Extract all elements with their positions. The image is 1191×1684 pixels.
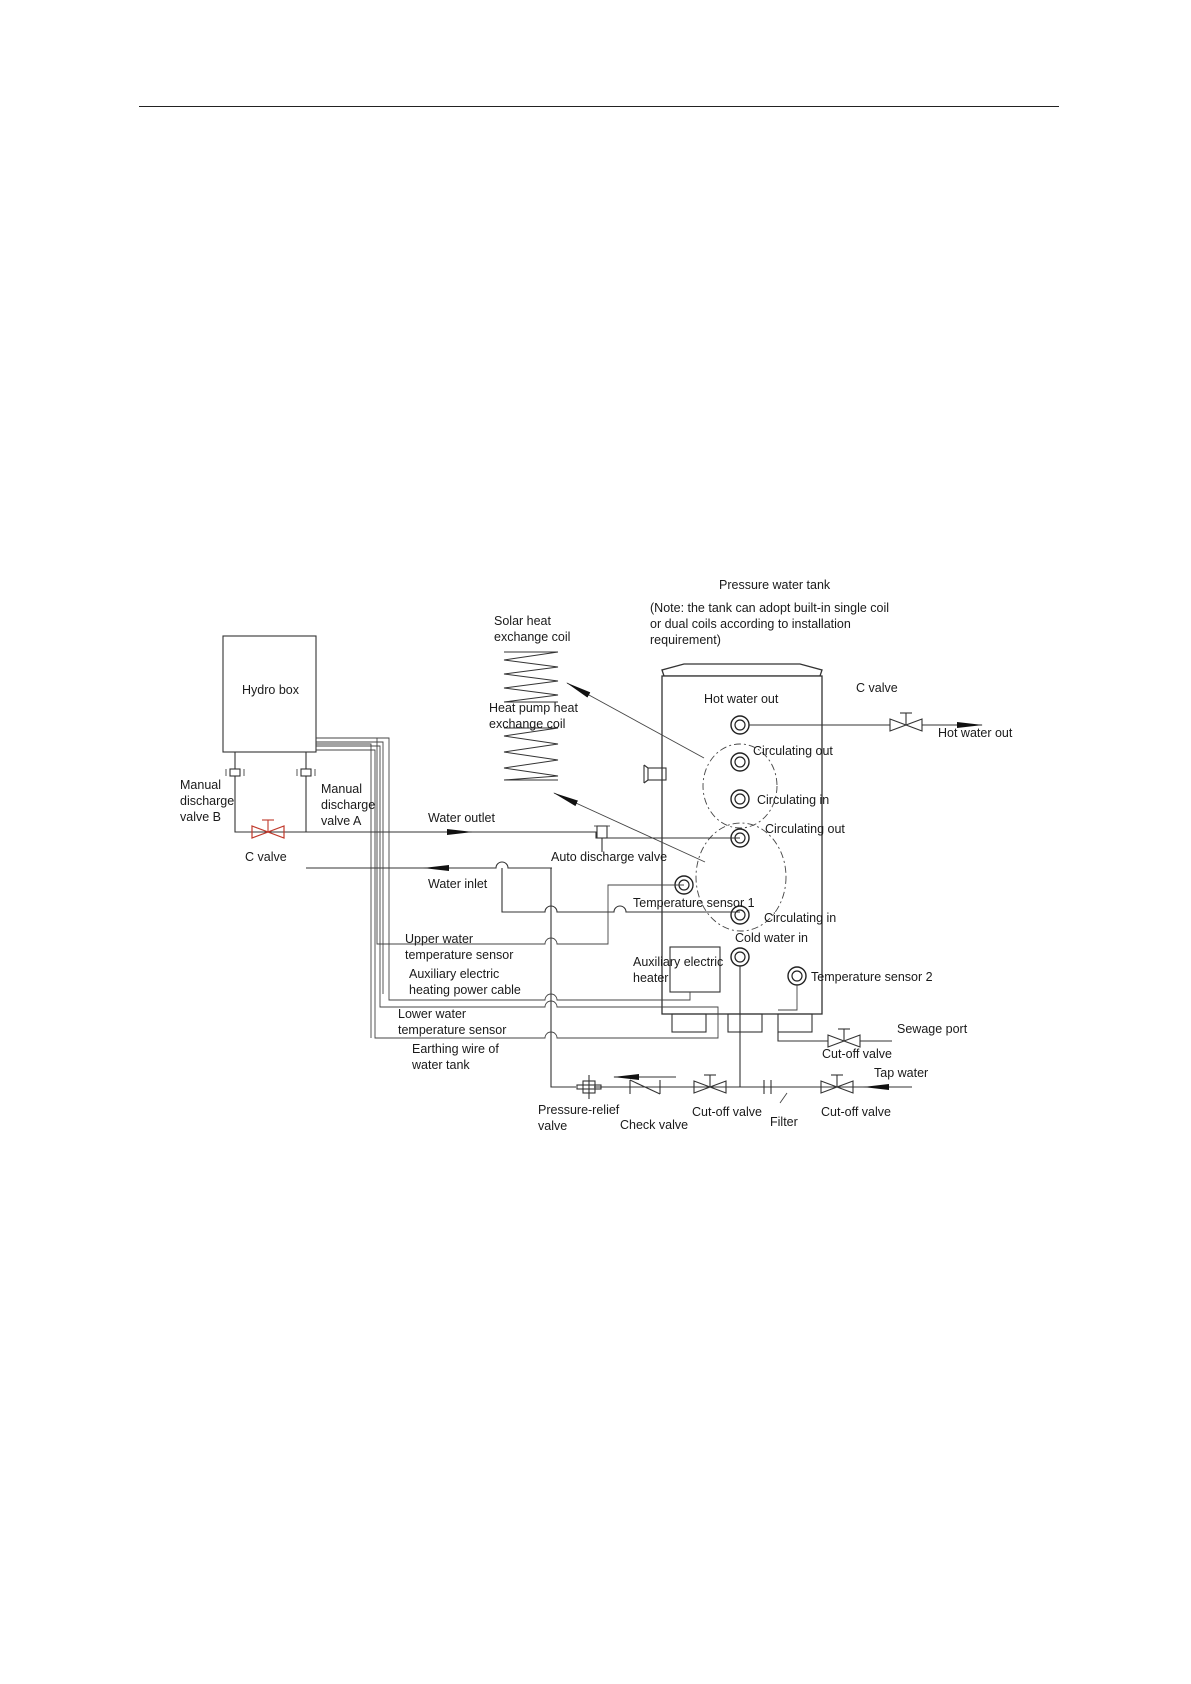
auto-discharge-valve-label: Auto discharge valve — [551, 850, 667, 864]
lower-sensor-label-2: temperature sensor — [398, 1023, 506, 1037]
c-valve-right-label: C valve — [856, 681, 898, 695]
port-cold-water-in — [730, 947, 750, 967]
cutoff-valve-mid — [693, 1074, 727, 1094]
relief-branch-pipe — [550, 868, 576, 1088]
solar-coil-pointer — [566, 682, 705, 759]
manual-valve-a-label-3: valve A — [321, 814, 362, 828]
port-circulating-in-2 — [730, 905, 750, 925]
c-valve-right — [889, 712, 923, 732]
heat-pump-heat-exchange-coil — [503, 727, 559, 781]
aux-cable-label-1: Auxiliary electric — [409, 967, 499, 981]
manual-discharge-valve-a — [296, 768, 316, 777]
cutoff-valve-tap-label: Cut-off valve — [821, 1105, 891, 1119]
tank-note-line2: or dual coils according to installation — [650, 617, 851, 631]
c-valve-left — [251, 819, 285, 839]
wire-bundle-1 — [316, 741, 384, 994]
hot-water-out-arrow-label: Hot water out — [938, 726, 1013, 740]
sewage-pipe — [777, 1032, 828, 1042]
manual-valve-b-label-3: valve B — [180, 810, 221, 824]
tap-water-label: Tap water — [874, 1066, 928, 1080]
heat-pump-coil-pointer — [553, 792, 706, 863]
manual-valve-a-label-1: Manual — [321, 782, 362, 796]
hydro-box-water-piping — [234, 752, 307, 833]
c-valve-left-label: C valve — [245, 850, 287, 864]
upper-sensor-label-2: temperature sensor — [405, 948, 513, 962]
water-outlet-label: Water outlet — [428, 811, 495, 825]
solar-coil-label-1: Solar heat — [494, 614, 552, 628]
manual-discharge-valve-b — [225, 768, 245, 777]
cold-water-in-label: Cold water in — [735, 931, 808, 945]
lower-sensor-label-1: Lower water — [398, 1007, 466, 1021]
pressure-relief-label-1: Pressure-relief — [538, 1103, 620, 1117]
sensor2-wire — [778, 985, 798, 1011]
port-circulating-out-1 — [730, 752, 750, 772]
port-temperature-sensor-2 — [787, 966, 807, 986]
heat-pump-coil-label-1: Heat pump heat — [489, 701, 578, 715]
water-outlet-to-tank — [472, 831, 740, 839]
earthing-label-2: water tank — [411, 1058, 470, 1072]
upper-sensor-label-1: Upper water — [405, 932, 473, 946]
check-valve-label: Check valve — [620, 1118, 688, 1132]
earthing-label-1: Earthing wire of — [412, 1042, 499, 1056]
manual-valve-a-label-2: discharge — [321, 798, 375, 812]
manual-valve-b-label-2: discharge — [180, 794, 234, 808]
temperature-sensor-1-label: Temperature sensor 1 — [633, 896, 755, 910]
header-rule — [139, 106, 1059, 107]
aux-cable-wire — [316, 737, 691, 1001]
hydro-box — [222, 635, 317, 753]
circulating-in-1-label: Circulating in — [757, 793, 829, 807]
sewage-port-label: Sewage port — [897, 1022, 968, 1036]
tank-side-fitting — [643, 764, 667, 784]
tank-note-line3: requirement) — [650, 633, 721, 647]
circulating-out-2-label: Circulating out — [765, 822, 845, 836]
pressure-relief-label-2: valve — [538, 1119, 567, 1133]
filter — [763, 1080, 788, 1104]
auto-discharge-valve — [594, 825, 610, 852]
tank-title: Pressure water tank — [719, 578, 831, 592]
port-circulating-in-1 — [730, 789, 750, 809]
check-valve — [629, 1079, 661, 1095]
solar-coil-region — [702, 743, 778, 829]
aux-heater-label-2: heater — [633, 971, 668, 985]
water-inlet-pipe — [306, 861, 552, 869]
tank-note-line1: (Note: the tank can adopt built-in singl… — [650, 601, 889, 615]
hot-water-out-port-label: Hot water out — [704, 692, 779, 706]
heat-pump-coil-region — [695, 822, 787, 932]
upper-sensor-wire — [376, 738, 684, 945]
cutoff-valve-mid-label: Cut-off valve — [692, 1105, 762, 1119]
aux-cable-label-2: heating power cable — [409, 983, 521, 997]
temperature-sensor-2-label: Temperature sensor 2 — [811, 970, 933, 984]
hydro-box-label: Hydro box — [242, 683, 300, 697]
cutoff-valve-tap — [820, 1074, 854, 1094]
auxiliary-electric-heater — [669, 946, 721, 993]
solar-coil-label-2: exchange coil — [494, 630, 570, 644]
wire-bundle-2 — [316, 745, 719, 1032]
heat-pump-coil-label-2: exchange coil — [489, 717, 565, 731]
water-inlet-label: Water inlet — [428, 877, 488, 891]
filter-label: Filter — [770, 1115, 798, 1129]
circulating-in-2-label: Circulating in — [764, 911, 836, 925]
lower-sensor-wire — [316, 749, 719, 1039]
port-hot-water-out — [730, 715, 750, 735]
cutoff-valve-sewage-label: Cut-off valve — [822, 1047, 892, 1061]
solar-heat-exchange-coil — [503, 651, 559, 703]
circulating-out-1-label: Circulating out — [753, 744, 833, 758]
cutoff-valve-sewage — [827, 1028, 861, 1048]
aux-heater-label-1: Auxiliary electric — [633, 955, 723, 969]
manual-valve-b-label-1: Manual — [180, 778, 221, 792]
earthing-wire — [316, 743, 372, 1038]
